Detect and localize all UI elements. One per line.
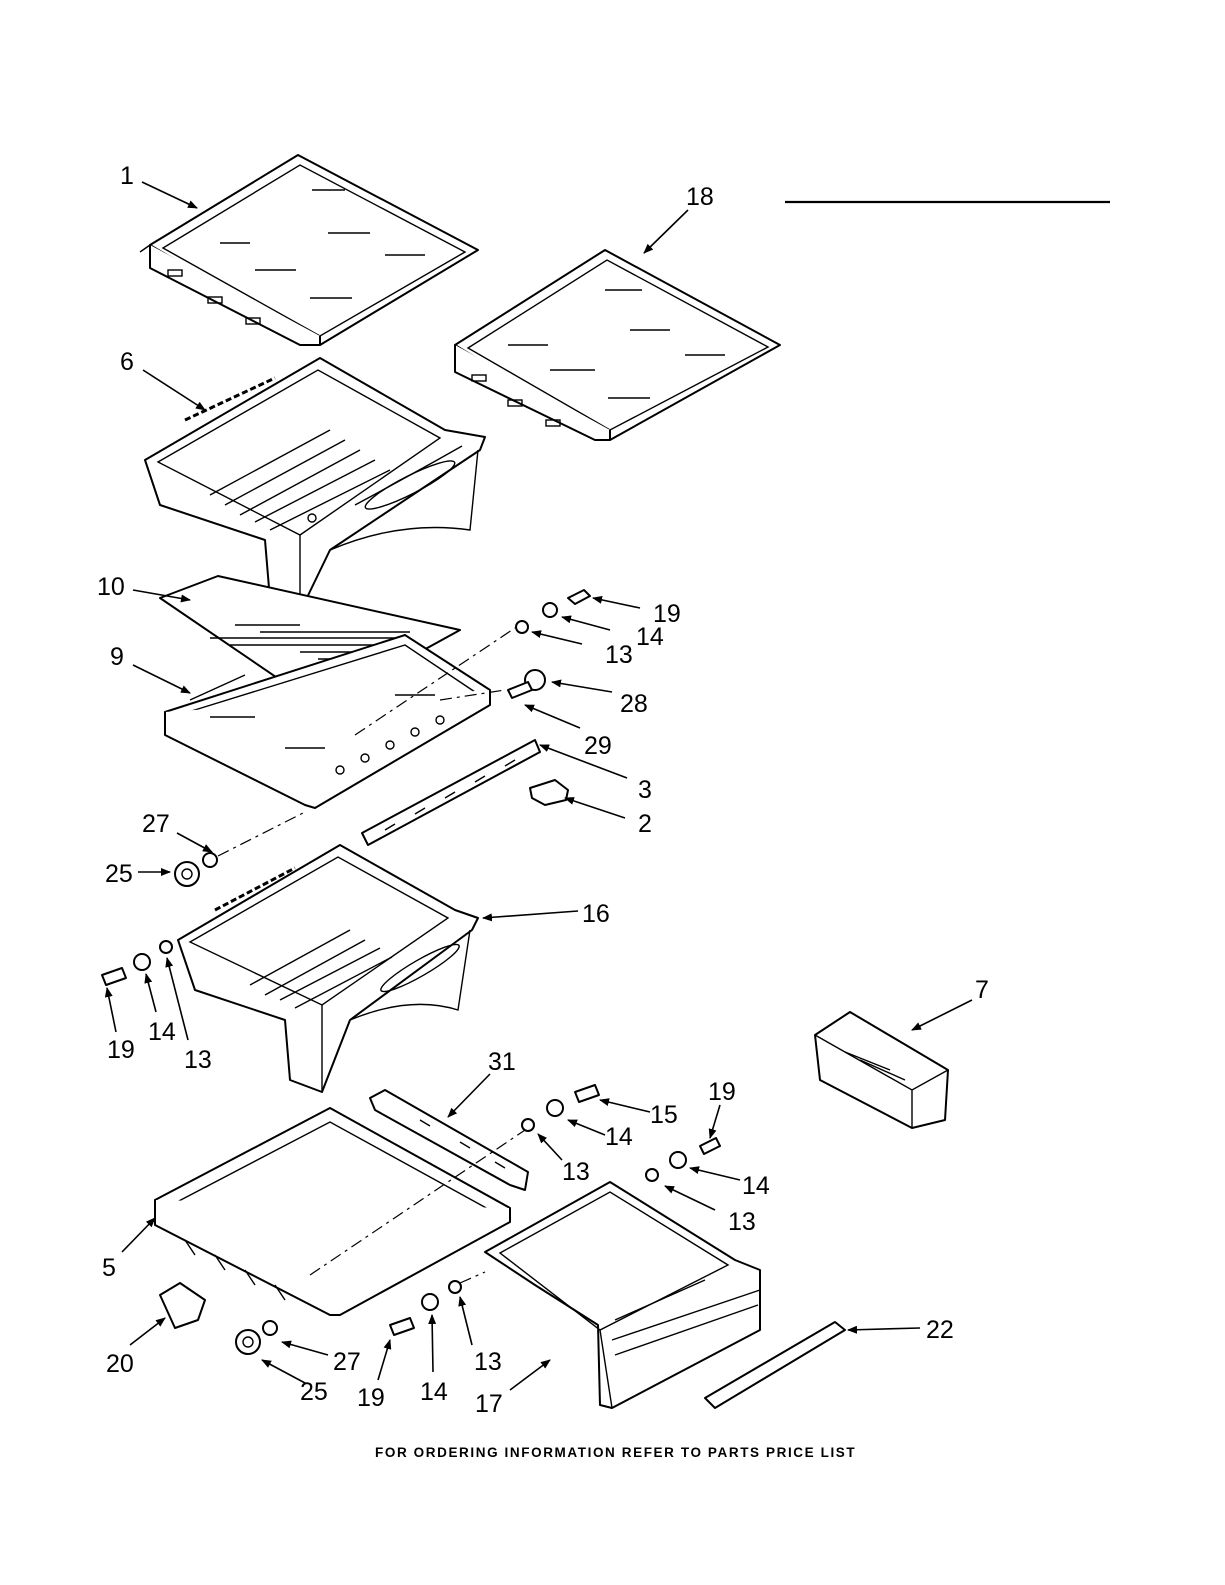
part-7-door-bin [815, 1012, 948, 1128]
part-20-cap [160, 1283, 205, 1328]
part-25-roller-upper [175, 812, 305, 886]
callout-25: 25 [300, 1378, 328, 1406]
callout-27: 27 [142, 810, 170, 838]
callout-1: 1 [120, 162, 134, 190]
callout-14: 14 [636, 623, 664, 651]
callout-13: 13 [605, 641, 633, 669]
callout-5: 5 [102, 1254, 116, 1282]
callout-22: 22 [926, 1316, 954, 1344]
callout-20: 20 [106, 1350, 134, 1378]
callout-3: 3 [638, 776, 652, 804]
part-17-pan-drawer [485, 1182, 760, 1408]
callout-19: 19 [357, 1384, 385, 1412]
part-6-crisper-drawer [145, 358, 485, 612]
callout-13: 13 [562, 1158, 590, 1186]
callout-16: 16 [582, 900, 610, 928]
callout-14: 14 [420, 1378, 448, 1406]
callout-9: 9 [110, 643, 124, 671]
callout-15: 15 [650, 1101, 678, 1129]
callout-2: 2 [638, 810, 652, 838]
callout-14: 14 [742, 1172, 770, 1200]
callout-7: 7 [975, 976, 989, 1004]
callout-14: 14 [605, 1123, 633, 1151]
part-18-glass-shelf [455, 250, 780, 440]
callout-19: 19 [708, 1078, 736, 1106]
callout-17: 17 [475, 1390, 503, 1418]
callout-31: 31 [488, 1048, 516, 1076]
callout-18: 18 [686, 183, 714, 211]
callout-14: 14 [148, 1018, 176, 1046]
callout-25: 25 [105, 860, 133, 888]
callout-6: 6 [120, 348, 134, 376]
callout-27: 27 [333, 1348, 361, 1376]
part-25-roller-lower [236, 1321, 277, 1354]
callout-19: 19 [107, 1036, 135, 1064]
callout-13: 13 [728, 1208, 756, 1236]
callout-10: 10 [97, 573, 125, 601]
footer-text: FOR ORDERING INFORMATION REFER TO PARTS … [375, 1445, 856, 1460]
callout-13: 13 [474, 1348, 502, 1376]
callout-13: 13 [184, 1046, 212, 1074]
hardware-group-lower [390, 1272, 485, 1335]
part-1-glass-shelf [140, 155, 478, 345]
callout-28: 28 [620, 690, 648, 718]
hardware-group-left [102, 941, 172, 985]
part-16-crisper-drawer [178, 845, 478, 1092]
part-2-clip [530, 780, 568, 805]
callout-29: 29 [584, 732, 612, 760]
part-9-cover-frame [165, 635, 490, 808]
